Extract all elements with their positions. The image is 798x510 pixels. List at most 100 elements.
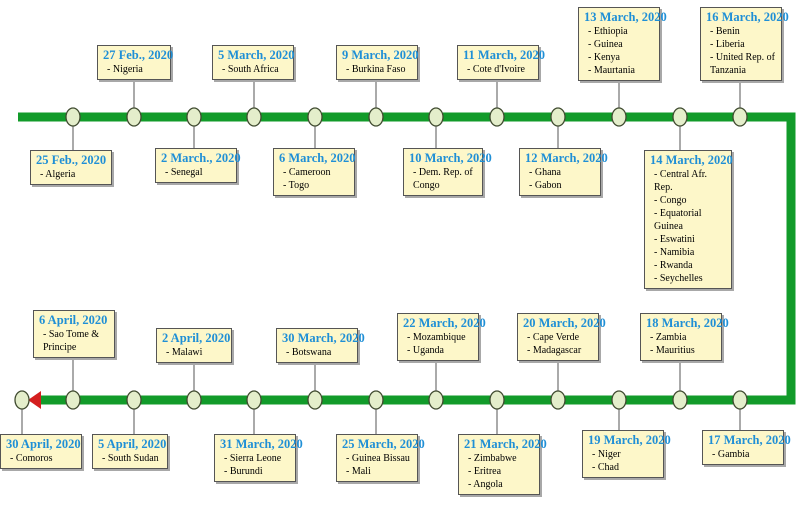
event-box: 6 April, 2020Sao Tome & Principe [33,310,115,358]
country-item: Kenya [588,51,654,64]
country-list: Algeria [36,168,106,181]
timeline-node [246,107,262,127]
event-date: 20 March, 2020 [523,316,606,330]
timeline-node [550,390,566,410]
event-date: 12 March, 2020 [525,151,608,165]
country-list: Botswana [282,346,352,359]
event-box: 18 March, 2020ZambiaMauritius [640,313,729,361]
event-box: 31 March, 2020Sierra LeoneBurundi [214,434,303,482]
country-item: Namibia [654,246,726,259]
timeline-node [307,107,323,127]
event-box: 20 March, 2020Cape VerdeMadagascar [517,313,606,361]
country-list: GhanaGabon [525,166,595,192]
country-list: Central Afr. Rep.CongoEquatorial GuineaE… [650,168,726,285]
country-item: Algeria [40,168,106,181]
country-item: Sierra Leone [224,452,290,465]
event-date: 30 March, 2020 [282,331,365,345]
country-item: Uganda [407,344,473,357]
country-list: Senegal [161,166,231,179]
event-box: 12 March, 2020GhanaGabon [519,148,608,196]
timeline-node [732,107,748,127]
timeline-node [186,107,202,127]
event-box: 9 March, 2020Burkina Faso [336,45,419,80]
country-list: Burkina Faso [342,63,412,76]
event-date: 21 March, 2020 [464,437,547,451]
event-box: 25 Feb., 2020Algeria [30,150,112,185]
event-box: 22 March, 2020MozambiqueUganda [397,313,486,361]
country-list: ZimbabweEritreaAngola [464,452,534,491]
event-date: 6 April, 2020 [39,313,108,327]
country-item: Mozambique [407,331,473,344]
timeline-node [428,390,444,410]
event-date: 18 March, 2020 [646,316,729,330]
country-item: Guinea Bissau [346,452,412,465]
country-item: Seychelles [654,272,726,285]
event-date: 9 March, 2020 [342,48,419,62]
event-box: 10 March, 2020Dem. Rep. of Congo [403,148,492,196]
timeline-node [611,107,627,127]
event-box: 14 March, 2020Central Afr. Rep.CongoEqua… [644,150,733,289]
event-box: 19 March, 2020NigerChad [582,430,671,478]
country-item: Cape Verde [527,331,593,344]
timeline-node [732,390,748,410]
country-item: Mauritius [650,344,716,357]
timeline-node [126,390,142,410]
country-item: Eswatini [654,233,726,246]
country-list: Malawi [162,346,226,359]
event-box: 16 March, 2020BeninLiberiaUnited Rep. of… [700,7,789,81]
country-item: Sao Tome & Principe [43,328,109,354]
event-date: 13 March, 2020 [584,10,667,24]
country-list: Nigeria [103,63,165,76]
country-list: South Sudan [98,452,162,465]
timeline-node [65,390,81,410]
timeline-line [18,112,796,405]
event-date: 25 March, 2020 [342,437,425,451]
event-box: 17 March, 2020Gambia [702,430,791,465]
country-list: MozambiqueUganda [403,331,473,357]
country-item: Senegal [165,166,231,179]
country-item: Zimbabwe [468,452,534,465]
country-list: South Africa [218,63,288,76]
arrow-head [28,391,41,409]
timeline-node [368,390,384,410]
country-list: EthiopiaGuineaKenyaMaurtania [584,25,654,77]
country-item: Ethiopia [588,25,654,38]
country-list: Cote d'Ivoire [463,63,533,76]
timeline-node [672,390,688,410]
event-box: 25 March, 2020Guinea BissauMali [336,434,425,482]
country-list: NigerChad [588,448,658,474]
event-box: 30 April, 2020Comoros [0,434,82,469]
timeline-node [489,107,505,127]
event-box: 27 Feb., 2020Nigeria [97,45,173,80]
event-date: 30 April, 2020 [6,437,81,451]
timeline-node [428,107,444,127]
country-item: Benin [710,25,776,38]
event-date: 11 March, 2020 [463,48,546,62]
country-list: BeninLiberiaUnited Rep. of Tanzania [706,25,776,77]
country-item: Madagascar [527,344,593,357]
country-item: Nigeria [107,63,165,76]
country-item: Togo [283,179,349,192]
country-item: United Rep. of Tanzania [710,51,776,77]
event-box: 13 March, 2020EthiopiaGuineaKenyaMaurtan… [578,7,667,81]
country-item: Cameroon [283,166,349,179]
timeline-node [672,107,688,127]
country-list: ZambiaMauritius [646,331,716,357]
timeline-node [489,390,505,410]
event-box: 2 April, 2020Malawi [156,328,232,363]
event-box: 5 March, 2020South Africa [212,45,295,80]
country-list: Guinea BissauMali [342,452,412,478]
country-item: Eritrea [468,465,534,478]
event-box: 30 March, 2020Botswana [276,328,365,363]
country-list: Dem. Rep. of Congo [409,166,477,192]
country-item: Dem. Rep. of Congo [413,166,477,192]
event-date: 6 March, 2020 [279,151,356,165]
country-item: Malawi [166,346,226,359]
timeline-node [126,107,142,127]
event-date: 14 March, 2020 [650,153,733,167]
timeline-node [246,390,262,410]
event-date: 17 March, 2020 [708,433,791,447]
country-item: Burkina Faso [346,63,412,76]
country-list: Gambia [708,448,778,461]
event-date: 10 March, 2020 [409,151,492,165]
